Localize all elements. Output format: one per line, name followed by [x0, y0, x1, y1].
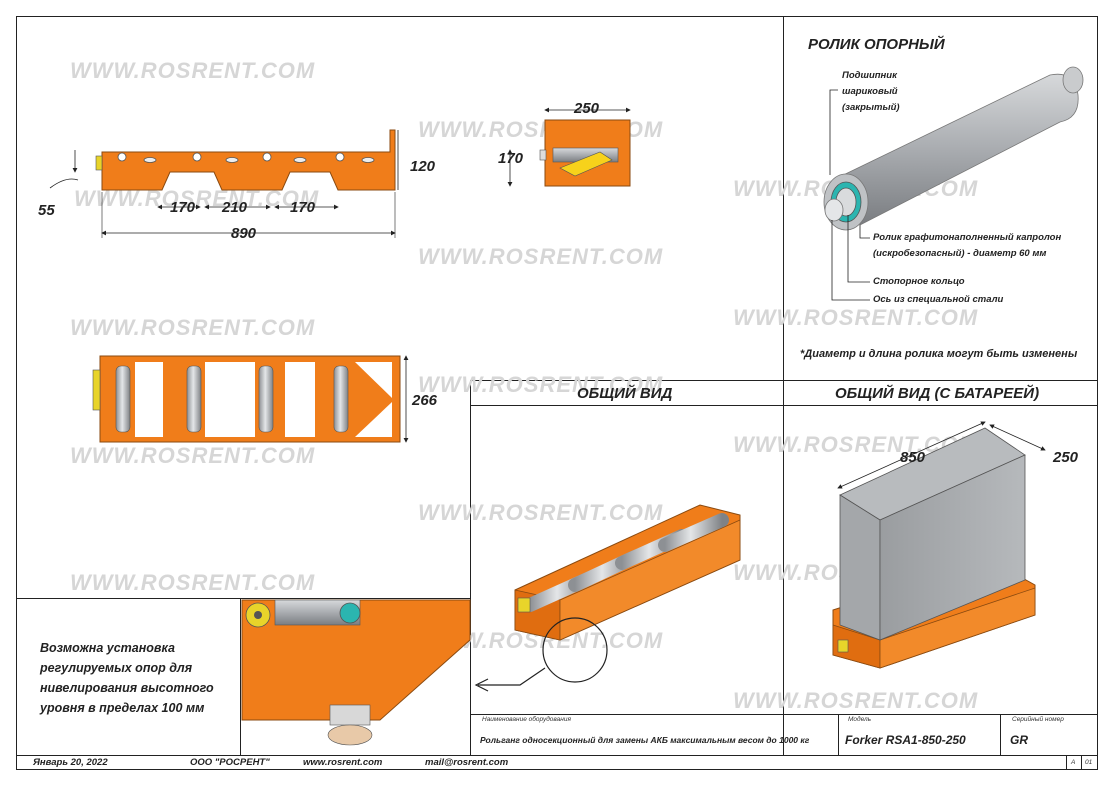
dim-battery-length: 850 — [900, 449, 926, 466]
dim-battery-width: 250 — [1053, 449, 1079, 466]
dim-length: 890 — [231, 225, 257, 242]
watermark: WWW.ROSRENT.COM — [70, 58, 316, 83]
roller-panel-title: РОЛИК ОПОРНЫЙ — [808, 36, 945, 53]
title-block-top — [470, 714, 1098, 715]
views-left-divider — [470, 380, 471, 755]
note-top-divider — [16, 598, 471, 599]
title-block-div2 — [1000, 714, 1001, 755]
footer-company: ООО "РОСРЕНТ" — [190, 757, 270, 768]
serial-label: Серийный номер — [1012, 716, 1064, 723]
dim-end-width: 250 — [574, 100, 600, 117]
note-right-divider — [240, 598, 241, 755]
roller-detail — [823, 66, 1084, 301]
bearing-label-2: шариковый — [842, 86, 898, 97]
views-top-divider — [470, 380, 1098, 381]
dim-end-height: 170 — [498, 150, 524, 167]
note-line: регулируемых опор для — [40, 661, 193, 675]
frame-left — [16, 16, 17, 770]
battery-view-title: ОБЩИЙ ВИД (С БАТАРЕЕЙ) — [835, 385, 1040, 402]
bearing-label-3: (закрытый) — [842, 102, 900, 113]
general-view-title: ОБЩИЙ ВИД — [577, 385, 673, 402]
foot-adjustment-note: Возможна установка регулируемых опор для… — [40, 638, 214, 718]
end-view — [507, 107, 631, 187]
note-line: Возможна установка — [40, 641, 175, 655]
roller-material-label-1: Ролик графитонаполненный капролон — [873, 232, 1062, 243]
bearing-label-1: Подшипник — [842, 70, 897, 81]
sheet-format: A — [1071, 759, 1076, 766]
title-block-div1 — [838, 714, 839, 755]
sheet-div — [1066, 755, 1067, 769]
dim-gap3: 170 — [290, 199, 316, 216]
roller-material-label-2: (искробезопасный) - диаметр 60 мм — [873, 248, 1047, 259]
watermark: WWW.ROSRENT.COM — [733, 688, 979, 713]
sheet-div2 — [1081, 755, 1082, 769]
dim-offset: 55 — [38, 202, 55, 219]
dim-side-height: 120 — [410, 158, 436, 175]
equipment-name-label: Наименование оборудования — [482, 716, 571, 723]
watermark: WWW.ROSRENT.COM — [70, 443, 316, 468]
side-view — [49, 129, 399, 238]
top-view — [92, 355, 409, 443]
watermark: WWW.ROSRENT.COM — [418, 372, 664, 397]
watermark: WWW.ROSRENT.COM — [70, 570, 316, 595]
watermark: WWW.ROSRENT.COM — [70, 315, 316, 340]
axis-label: Ось из специальной стали — [873, 294, 1004, 305]
footer-email[interactable]: mail@rosrent.com — [425, 757, 509, 768]
serial-value: GR — [1010, 733, 1028, 747]
roller-footnote: *Диаметр и длина ролика могут быть измен… — [800, 348, 1078, 360]
battery-view-illustration — [832, 421, 1046, 669]
dim-top-width: 266 — [412, 392, 438, 409]
footer-website[interactable]: www.rosrent.com — [303, 757, 383, 768]
watermark: WWW.ROSRENT.COM — [418, 244, 664, 269]
foot-closeup-illustration — [241, 599, 471, 746]
equipment-name-value: Рольганг односекционный для замены АКБ м… — [480, 735, 810, 745]
dim-gap1: 170 — [170, 199, 196, 216]
model-label: Модель — [848, 716, 872, 723]
right-column-divider — [783, 16, 784, 755]
ring-label: Стопорное кольцо — [873, 276, 965, 287]
watermark: WWW.ROSRENT.COM — [418, 500, 664, 525]
dim-gap2: 210 — [222, 199, 248, 216]
frame-top — [16, 16, 1098, 17]
views-header-divider — [470, 405, 1098, 406]
sheet-number: 01 — [1085, 759, 1093, 766]
footer-date: Январь 20, 2022 — [33, 757, 108, 768]
watermark: WWW.ROSRENT.COM — [733, 305, 979, 330]
note-line: нивелирования высотного — [40, 681, 214, 695]
frame-bottom — [16, 769, 1098, 770]
model-value: Forker RSA1-850-250 — [845, 733, 966, 747]
footer-divider — [16, 755, 1098, 756]
frame-right — [1097, 16, 1098, 770]
general-view-illustration — [474, 504, 741, 692]
note-line: уровня в пределах 100 мм — [40, 701, 205, 715]
